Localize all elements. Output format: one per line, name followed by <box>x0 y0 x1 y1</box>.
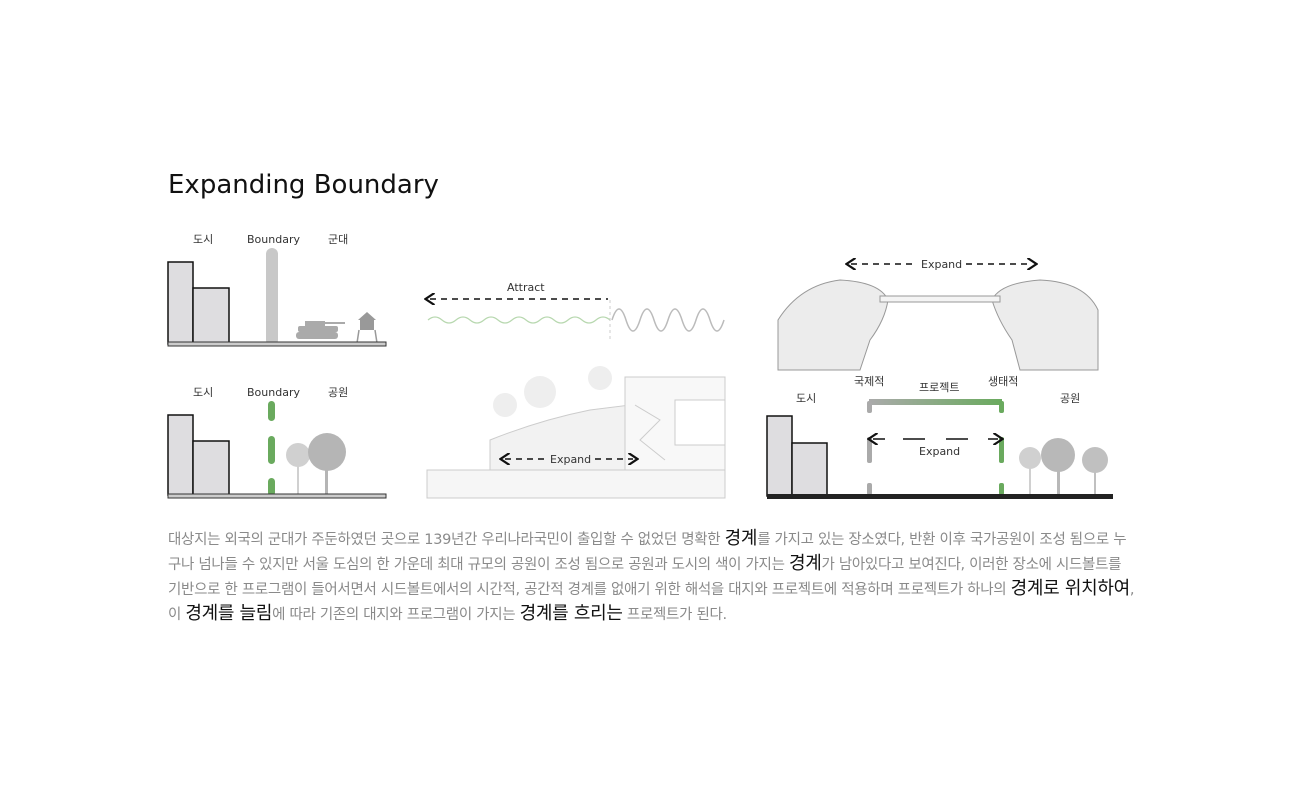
diagram-project-expand: 도시 국제적 프로젝트 생태적 공원 Expand <box>766 375 1113 499</box>
label-attract: Attract <box>507 281 545 294</box>
tree-icon <box>1019 447 1041 495</box>
highlight: 경계를 늘림 <box>185 603 273 624</box>
label-ecological: 생태적 <box>988 375 1018 388</box>
label-city: 도시 <box>193 233 213 246</box>
label-project: 프로젝트 <box>919 381 959 394</box>
label-park: 공원 <box>1060 392 1080 405</box>
watchtower-icon <box>356 312 378 344</box>
label-expand: Expand <box>921 258 962 271</box>
page-title: Expanding Boundary <box>168 170 439 200</box>
label-military: 군대 <box>328 233 348 246</box>
tree-icon <box>1082 447 1108 495</box>
label-city: 도시 <box>193 386 213 399</box>
highlight: 경계 <box>724 528 758 549</box>
diagram-hands-stretch: Expand <box>777 258 1099 371</box>
diagram-section-attract: Attract Expand <box>427 281 726 499</box>
label-boundary: Boundary <box>247 233 300 246</box>
highlight: 경계 <box>788 553 822 574</box>
highlight: 경계를 흐리는 <box>519 603 623 624</box>
tree-icon <box>1041 438 1075 495</box>
label-expand: Expand <box>550 453 591 466</box>
highlight: 경계로 위치하여 <box>1010 578 1131 599</box>
label-city: 도시 <box>796 392 816 405</box>
tank-icon <box>296 321 345 339</box>
label-expand: Expand <box>919 445 960 458</box>
label-boundary: Boundary <box>247 386 300 399</box>
diagram-city-military: 도시 Boundary 군대 <box>167 233 387 347</box>
label-park: 공원 <box>328 386 348 399</box>
tree-icon <box>308 433 346 495</box>
label-international: 국제적 <box>854 375 884 388</box>
tree-icon <box>493 366 612 417</box>
diagram-city-park: 도시 Boundary 공원 <box>167 386 387 499</box>
tree-icon <box>286 443 310 495</box>
description-paragraph: 대상지는 외국의 군대가 주둔하였던 곳으로 139년간 우리나라국민이 출입할… <box>168 528 1135 624</box>
hands-illustration <box>777 279 1099 371</box>
